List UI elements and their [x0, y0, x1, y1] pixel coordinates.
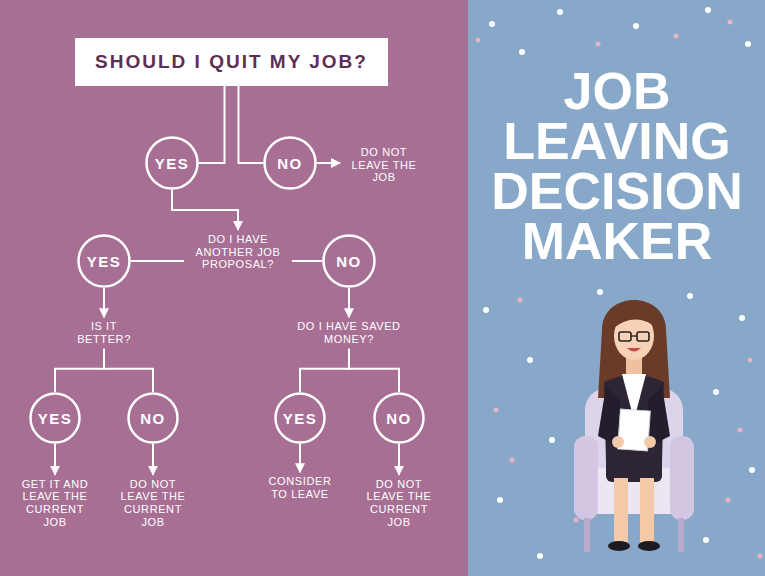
node-text: NO — [336, 253, 362, 270]
step-text: DO I HAVE ANOTHER JOB PROPOSAL? — [190, 233, 286, 271]
answer-circle: YES — [145, 136, 199, 190]
connector — [317, 162, 340, 164]
node-text: GET IT AND LEAVE THE CURRENT JOB — [13, 478, 97, 529]
step-text: DO NOT LEAVE THE CURRENT JOB — [111, 478, 195, 529]
node-text: YES — [283, 410, 318, 427]
node-text: YES — [87, 253, 122, 270]
answer-circle: NO — [127, 392, 179, 444]
connector — [239, 86, 264, 163]
connector — [55, 349, 104, 392]
connector — [349, 349, 399, 392]
connector — [398, 444, 400, 475]
node-text: IS IT BETTER? — [71, 320, 137, 345]
node-text: NO — [277, 155, 303, 172]
connector — [54, 444, 56, 475]
node-text: CONSIDER TO LEAVE — [260, 475, 340, 500]
answer-circle: NO — [263, 136, 317, 190]
connector — [300, 349, 349, 392]
question-box: SHOULD I QUIT MY JOB? — [75, 38, 388, 86]
connector — [103, 288, 105, 317]
answer-circle: NO — [373, 392, 425, 444]
node-text: YES — [155, 155, 190, 172]
node-text: DO I HAVE ANOTHER JOB PROPOSAL? — [190, 233, 286, 271]
page-title: JOB LEAVING DECISION MAKER — [474, 66, 760, 266]
node-text: DO NOT LEAVE THE JOB — [344, 146, 424, 184]
connector — [292, 260, 322, 262]
answer-circle: YES — [77, 234, 131, 288]
connector — [348, 288, 350, 317]
step-text: IS IT BETTER? — [71, 320, 137, 345]
connector — [104, 349, 153, 392]
step-text: DO NOT LEAVE THE JOB — [344, 146, 424, 184]
step-text: CONSIDER TO LEAVE — [260, 475, 340, 500]
node-text: YES — [38, 410, 73, 427]
node-text: SHOULD I QUIT MY JOB? — [95, 51, 368, 73]
step-text: GET IT AND LEAVE THE CURRENT JOB — [13, 478, 97, 529]
node-text: DO NOT LEAVE THE CURRENT JOB — [357, 478, 441, 529]
connector — [172, 190, 238, 230]
connector — [199, 86, 225, 163]
answer-circle: YES — [29, 392, 81, 444]
step-text: DO I HAVE SAVED MONEY? — [296, 320, 402, 345]
node-text: DO NOT LEAVE THE CURRENT JOB — [111, 478, 195, 529]
node-text: DO I HAVE SAVED MONEY? — [296, 320, 402, 345]
step-text: DO NOT LEAVE THE CURRENT JOB — [357, 478, 441, 529]
node-text: NO — [140, 410, 166, 427]
answer-circle: NO — [322, 234, 376, 288]
connector — [299, 444, 301, 472]
connector — [152, 444, 154, 475]
connector — [131, 260, 184, 262]
node-text: NO — [386, 410, 412, 427]
answer-circle: YES — [274, 392, 326, 444]
